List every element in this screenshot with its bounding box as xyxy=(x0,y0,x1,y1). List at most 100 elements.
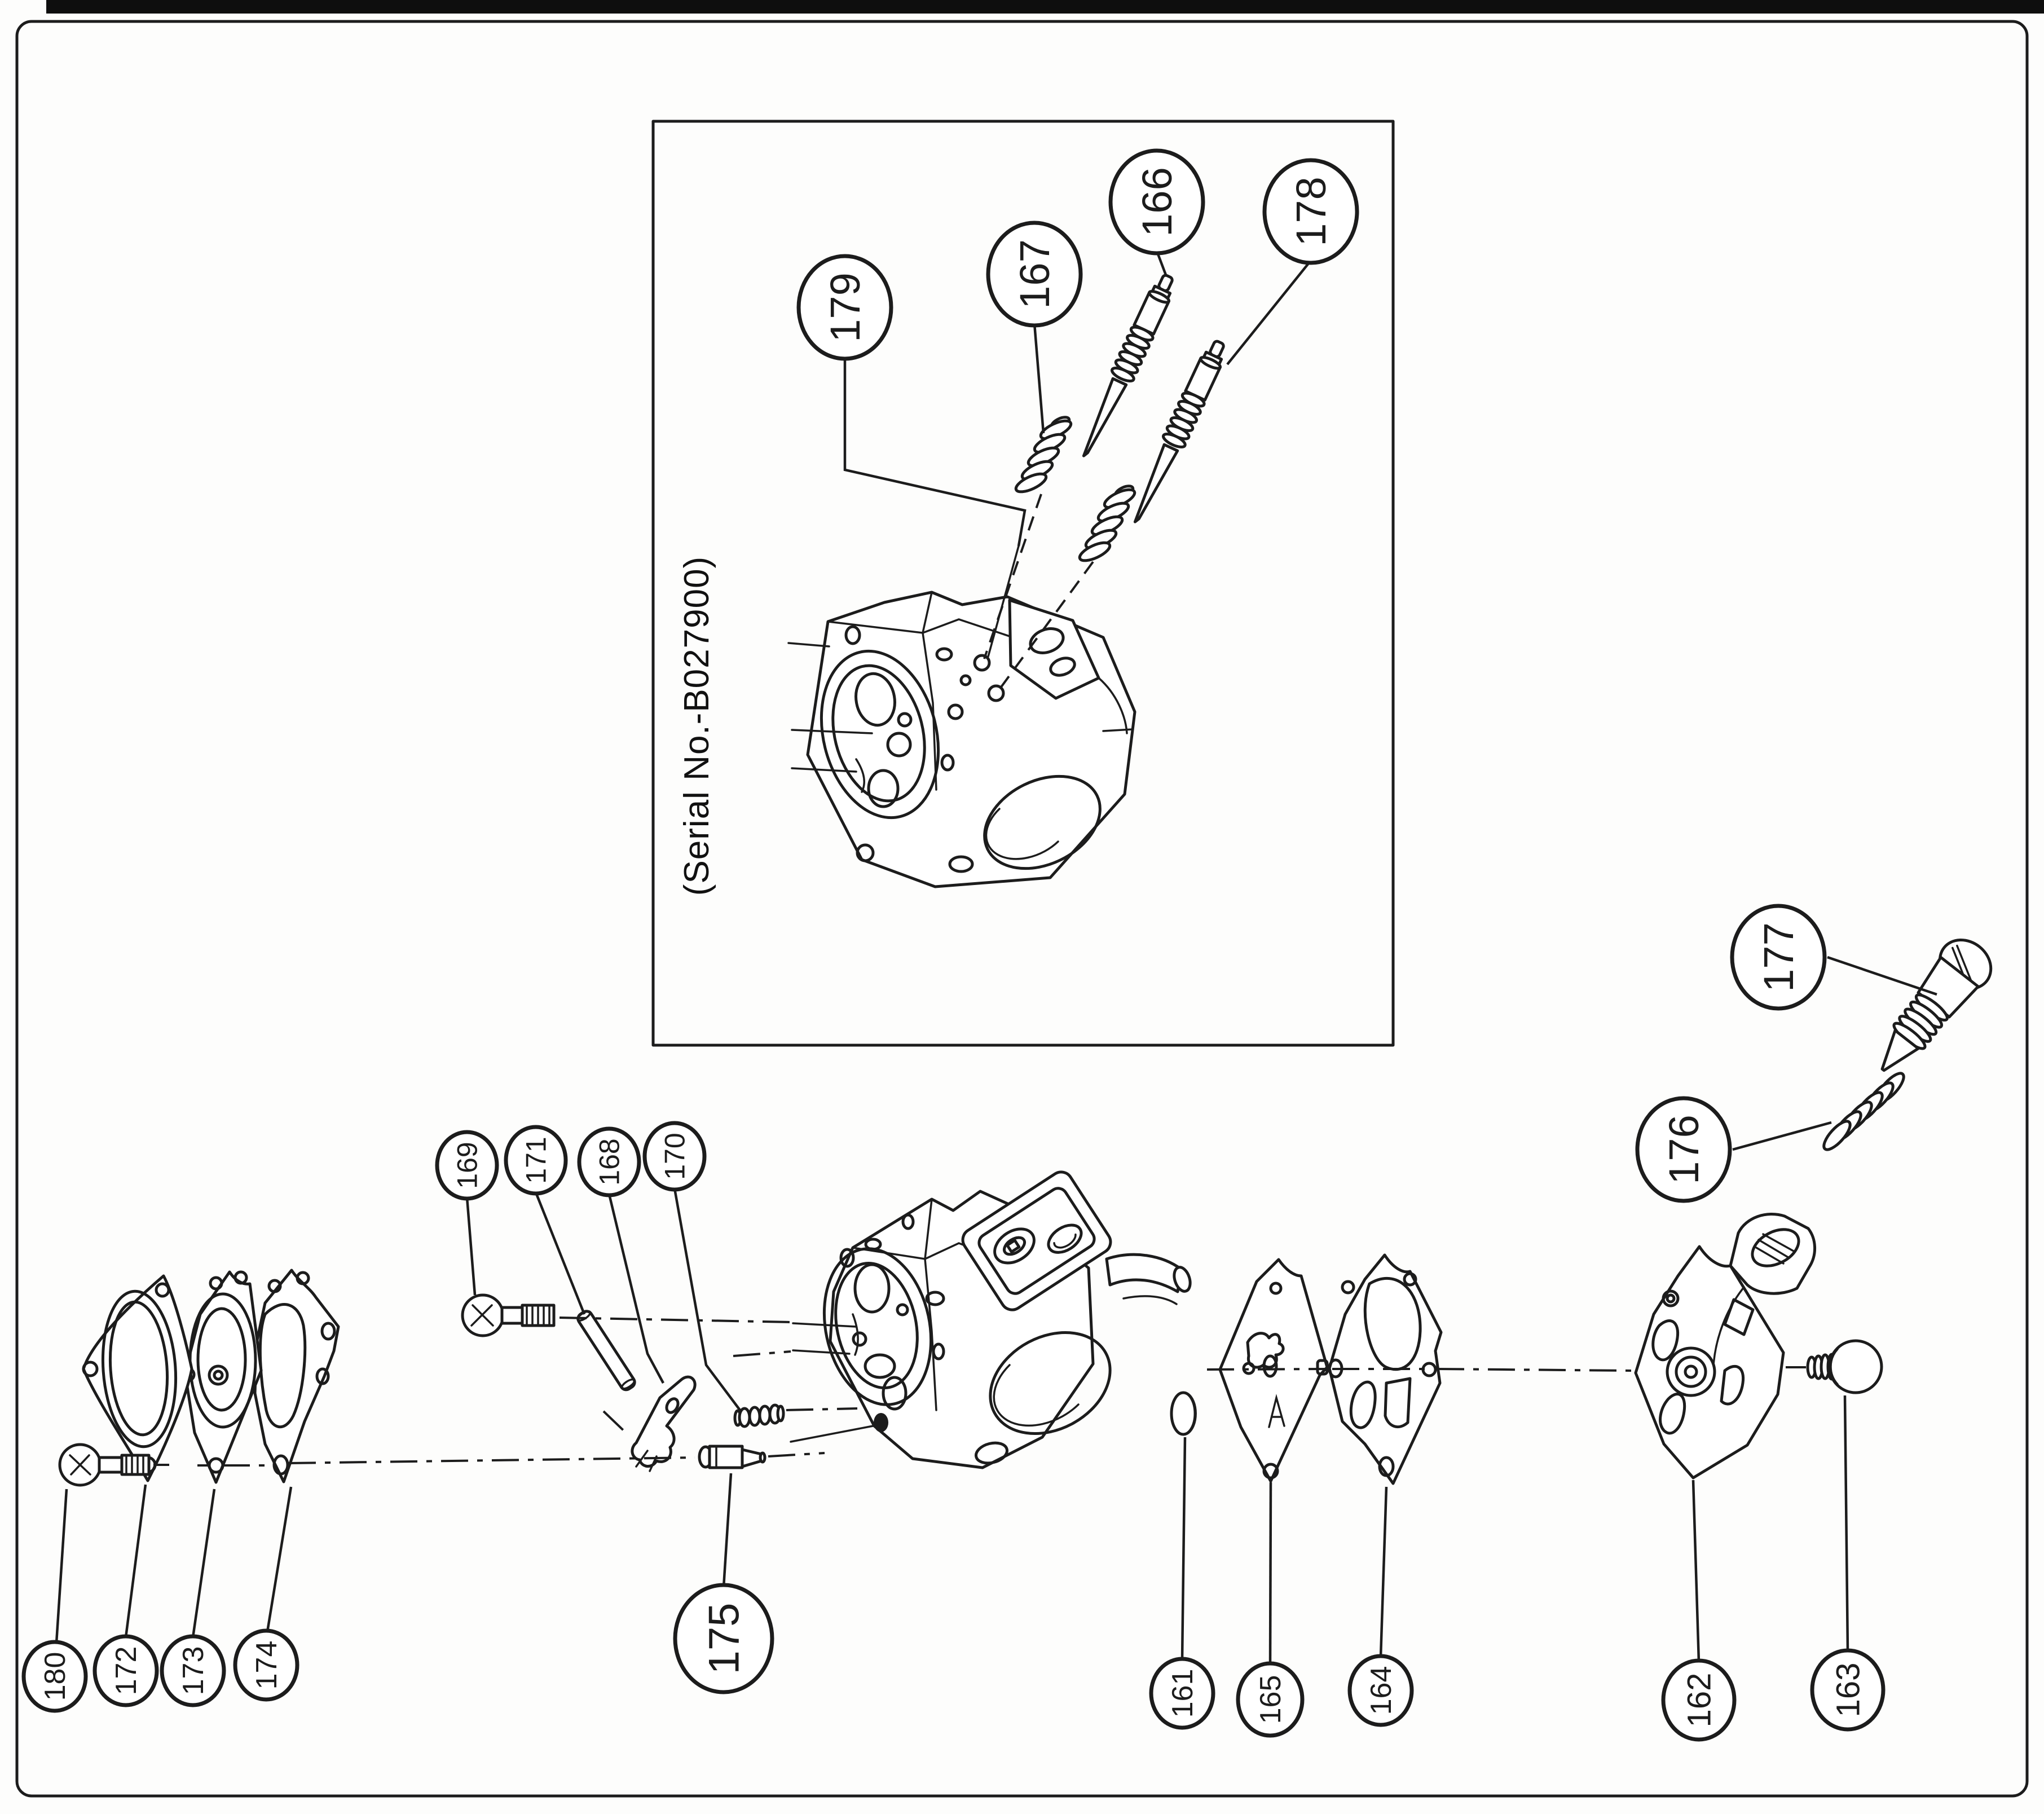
balloon-leader-172 xyxy=(124,1484,147,1638)
inset-flange-ring xyxy=(820,649,940,820)
needle-screw-178 xyxy=(1133,340,1225,523)
nut-boss xyxy=(1729,1213,1817,1295)
fuel-elbow xyxy=(1105,1253,1183,1293)
spring-170 xyxy=(733,1403,785,1428)
balloon-174: 174 xyxy=(233,1486,299,1702)
main-flange-ring xyxy=(822,1247,933,1406)
balloon-leader-164 xyxy=(1379,1486,1388,1658)
balloon-circle-169 xyxy=(435,1130,499,1201)
needle-screw-166 xyxy=(1082,274,1174,457)
balloon-179: 179 xyxy=(796,254,1027,547)
centerlines xyxy=(153,1317,1806,1467)
cover-172 xyxy=(82,1274,193,1482)
balloon-number-161: 161 xyxy=(1166,1669,1199,1718)
balloon-number-163: 163 xyxy=(1830,1663,1866,1718)
scan-top-bar xyxy=(46,0,2044,14)
balloon-162: 162 xyxy=(1661,1480,1737,1742)
balloon-circle-167 xyxy=(986,221,1083,328)
balloon-leader-166 xyxy=(1155,250,1168,277)
balloon-circle-166 xyxy=(1108,148,1205,256)
balloon-number-162: 162 xyxy=(1681,1673,1717,1728)
balloon-leader-170 xyxy=(673,1188,741,1411)
balloon-169: 169 xyxy=(435,1130,499,1296)
balloon-leader-161 xyxy=(1180,1437,1187,1661)
balloon-167: 167 xyxy=(986,221,1083,434)
page-border xyxy=(15,20,2029,1798)
balloon-leader-177 xyxy=(1827,956,1937,996)
balloon-circle-168 xyxy=(577,1126,641,1197)
balloon-number-175: 175 xyxy=(701,1603,748,1675)
main-venturi-bore xyxy=(989,1331,1112,1435)
balloon-number-171: 171 xyxy=(521,1137,552,1183)
balloon-161: 161 xyxy=(1149,1437,1215,1730)
balloon-178: 178 xyxy=(1226,158,1359,366)
inset-box: (Serial No.-B027900) xyxy=(651,120,1395,1047)
balloon-165: 165 xyxy=(1236,1482,1305,1738)
balloon-circle-178 xyxy=(1262,158,1359,265)
balloon-circle-161 xyxy=(1149,1657,1215,1730)
balloon-leader-167 xyxy=(1033,323,1045,434)
balloon-circle-176 xyxy=(1635,1096,1732,1203)
balloon-leader-179 xyxy=(843,356,1027,547)
balloon-leader-174 xyxy=(266,1486,293,1632)
balloon-number-178: 178 xyxy=(1288,177,1334,246)
balloon-leader-163 xyxy=(1843,1395,1849,1653)
balloon-circle-163 xyxy=(1810,1648,1886,1732)
balloon-168: 168 xyxy=(577,1126,664,1384)
balloon-circle-173 xyxy=(160,1634,226,1707)
balloon-177: 177 xyxy=(1730,904,1937,1011)
balloon-circle-172 xyxy=(92,1634,159,1707)
balloon-163: 163 xyxy=(1810,1395,1886,1732)
balloon-number-166: 166 xyxy=(1134,167,1180,236)
balloon-circle-162 xyxy=(1661,1658,1737,1742)
balloon-170: 170 xyxy=(642,1121,741,1411)
balloon-number-180: 180 xyxy=(39,1652,72,1701)
axis-166-dashed xyxy=(983,494,1042,659)
balloon-164: 164 xyxy=(1347,1486,1414,1727)
balloon-circle-171 xyxy=(504,1125,568,1196)
balloon-circle-177 xyxy=(1730,904,1827,1011)
balloon-leader-176 xyxy=(1732,1121,1832,1151)
idle-screw-177 xyxy=(1880,938,1993,1072)
balloon-circle-164 xyxy=(1347,1654,1414,1727)
screw-163 xyxy=(1806,1339,1883,1394)
balloon-number-173: 173 xyxy=(177,1646,210,1696)
spring-lower-inset xyxy=(1078,485,1136,562)
balloon-leader-168 xyxy=(607,1194,664,1384)
inset-frame xyxy=(651,120,1395,1047)
leader-179-tail xyxy=(987,545,1020,658)
balloon-circle-175 xyxy=(673,1583,774,1694)
balloon-leader-180 xyxy=(55,1489,68,1644)
balloon-171: 171 xyxy=(504,1125,586,1315)
serial-number-label: (Serial No.-B027900) xyxy=(677,556,716,896)
balloon-176: 176 xyxy=(1635,1096,1832,1203)
axis-178-dashed xyxy=(998,561,1094,690)
balloon-circle-180 xyxy=(21,1640,88,1713)
carburetor-body-main xyxy=(790,1170,1192,1469)
balloon-number-179: 179 xyxy=(822,272,869,342)
balloon-leader-162 xyxy=(1691,1480,1701,1663)
metering-lever-168 xyxy=(631,1375,697,1472)
balloon-number-165: 165 xyxy=(1254,1675,1287,1724)
balloon-circle-165 xyxy=(1236,1661,1305,1738)
balloon-166: 166 xyxy=(1108,148,1205,277)
screw-180 xyxy=(58,1443,151,1487)
balloon-circle-179 xyxy=(796,254,893,361)
carburetor-body-inset xyxy=(787,591,1136,888)
diaphragm-165 xyxy=(1218,1258,1329,1483)
balloon-number-168: 168 xyxy=(594,1138,625,1185)
balloon-number-167: 167 xyxy=(1011,239,1058,309)
screw-169 xyxy=(461,1293,556,1337)
balloon-leader-169 xyxy=(465,1197,477,1296)
balloon-leader-165 xyxy=(1268,1482,1272,1666)
balloon-173: 173 xyxy=(160,1489,226,1707)
balloon-175: 175 xyxy=(673,1473,774,1694)
balloon-number-176: 176 xyxy=(1660,1115,1707,1184)
welch-plug-161 xyxy=(1170,1391,1197,1436)
balloon-leader-171 xyxy=(534,1192,586,1315)
spring-167 xyxy=(1014,416,1073,494)
spring-176 xyxy=(1822,1072,1905,1151)
